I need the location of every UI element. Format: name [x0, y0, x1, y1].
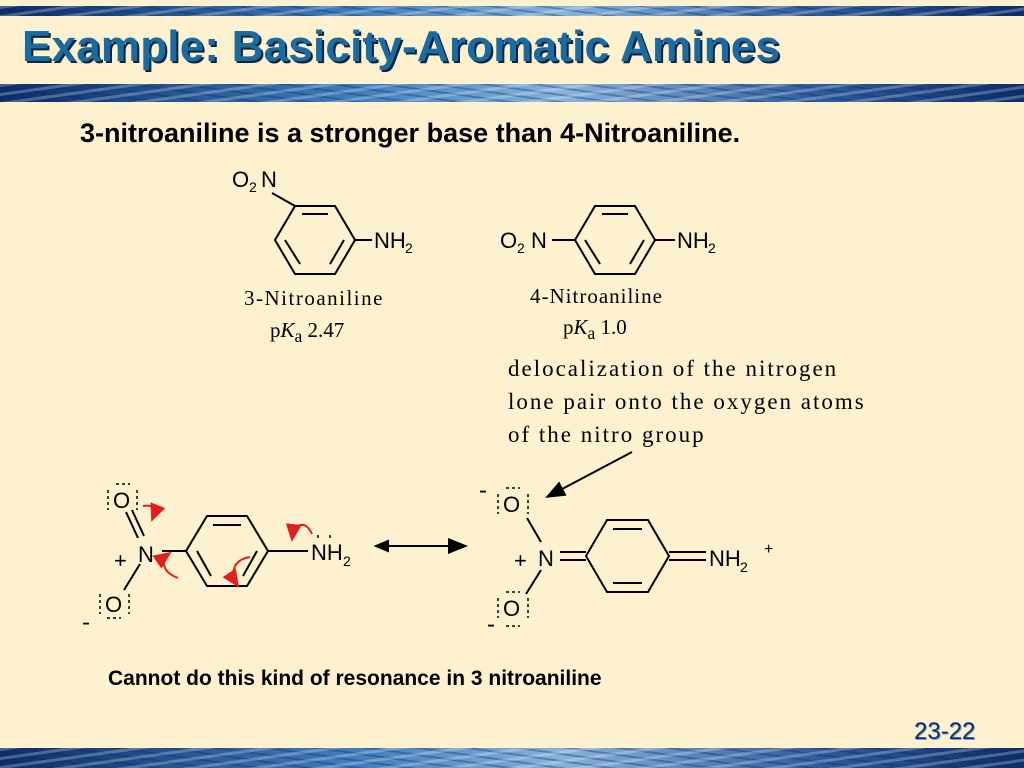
amine-sub-3na: 2 [405, 240, 413, 256]
delocalization-note: delocalization of the nitrogen lone pair… [508, 352, 1008, 451]
oxygen-top: O [503, 492, 520, 517]
nitro-sub-4na: 2 [517, 240, 525, 256]
minus-charge-top: - [479, 477, 487, 504]
top-decor-band [0, 6, 1024, 16]
resonance-arrow [373, 538, 468, 554]
nitro-O-3na: O [232, 167, 249, 192]
nitro-N-3na: N [261, 167, 277, 192]
plus-charge: + [514, 548, 527, 573]
minus-charge-bottom: - [487, 611, 495, 638]
note-line: of the nitro group [508, 422, 706, 447]
slide-title: Example: Basicity-Aromatic Amines [22, 22, 781, 71]
amine: NH [311, 540, 343, 565]
bottom-note: Cannot do this kind of resonance in 3 ni… [108, 667, 602, 690]
label-3-nitroaniline: 3-Nitroaniline [244, 286, 384, 310]
plus-charge: + [114, 548, 127, 573]
amine-sub: 2 [343, 553, 351, 569]
nitro-nitrogen: N [138, 542, 154, 567]
label-4-nitroaniline: 4-Nitroaniline [530, 284, 663, 308]
bottom-decor-band [0, 748, 1024, 768]
plus-charge-amine: + [764, 541, 773, 558]
nitro-nitrogen: N [538, 546, 554, 571]
nitro-O-4na: O [500, 228, 517, 253]
oxygen-bottom: O [503, 596, 520, 621]
pka-3-nitroaniline: pKa 2.47 [270, 318, 345, 347]
nitro-N-4na: N [531, 228, 547, 253]
resonance-structure-left: O N + O - NH 2 [82, 483, 351, 636]
amine-sub-4na: 2 [708, 240, 716, 256]
amine-sub: 2 [740, 559, 748, 575]
benzene-ring [184, 515, 270, 587]
curved-arrows [142, 502, 313, 588]
oxygen-top: O [113, 488, 130, 513]
note-line: delocalization of the nitrogen [508, 356, 839, 381]
amine-4na: NH [677, 228, 709, 253]
amine: NH [709, 546, 741, 571]
amine-3na: NH [374, 228, 406, 253]
pointer-arrow [545, 451, 633, 498]
pka-4-nitroaniline: pKa 1.0 [563, 315, 627, 344]
quinoid-ring [584, 519, 671, 593]
structure-4-nitroaniline [552, 205, 675, 275]
title-underline-band [0, 84, 1024, 102]
oxygen-bottom: O [105, 592, 122, 617]
structure-3-nitroaniline [271, 192, 372, 275]
minus-charge: - [82, 609, 90, 636]
slide-subtitle: 3-nitroaniline is a stronger base than 4… [80, 118, 741, 148]
benzene-ring [273, 205, 357, 275]
bond-to-nitro [271, 192, 296, 207]
slide-number: 23-22 [914, 718, 976, 745]
note-line: lone pair onto the oxygen atoms [508, 389, 866, 414]
nitro-sub-3na: 2 [249, 179, 257, 195]
resonance-structure-right: - O N + O - NH 2 + [479, 477, 773, 638]
title-bar [0, 16, 1024, 84]
